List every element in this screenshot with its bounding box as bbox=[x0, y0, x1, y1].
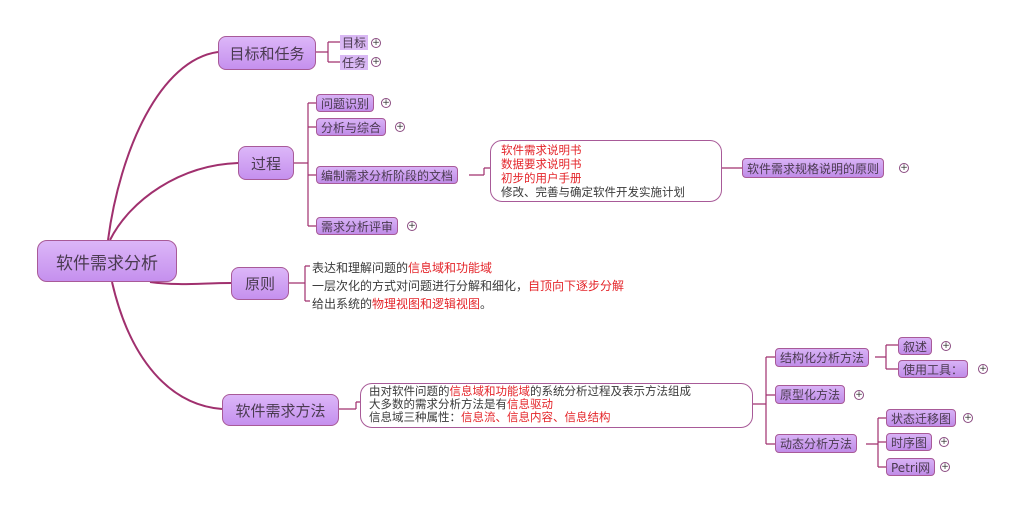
methods-description: 由对软件问题的信息域和功能域的系统分析过程及表示方法组成 大多数的需求分析方法是… bbox=[360, 383, 753, 428]
doc-item: 修改、完善与确定软件开发实施计划 bbox=[501, 185, 685, 199]
link-root-methods bbox=[111, 281, 223, 410]
root-node[interactable]: 软件需求分析 bbox=[37, 240, 177, 282]
expand-icon[interactable]: + bbox=[978, 364, 988, 374]
expand-icon[interactable]: + bbox=[371, 57, 381, 67]
documents-callout: 软件需求说明书 数据要求说明书 初步的用户手册 修改、完善与确定软件开发实施计划 bbox=[490, 140, 722, 202]
node-state-transition[interactable]: 状态迁移图 bbox=[886, 409, 957, 427]
expand-icon[interactable]: + bbox=[941, 341, 951, 351]
node-use-tools[interactable]: 使用工具： bbox=[898, 360, 969, 378]
link-root-goals bbox=[107, 51, 219, 241]
expand-icon[interactable]: + bbox=[939, 437, 949, 447]
doc-item: 初步的用户手册 bbox=[501, 171, 582, 185]
principle-line: 一层次化的方式对问题进行分解和细化，自顶向下逐步分解 bbox=[312, 279, 625, 293]
expand-icon[interactable]: + bbox=[395, 122, 405, 132]
node-task[interactable]: 任务 bbox=[340, 55, 369, 70]
node-spec-principle[interactable]: 软件需求规格说明的原则 bbox=[742, 158, 885, 178]
expand-icon[interactable]: + bbox=[407, 221, 417, 231]
node-narrative[interactable]: 叙述 bbox=[898, 337, 933, 355]
node-requirements-review[interactable]: 需求分析评审 bbox=[316, 217, 399, 235]
node-goals-tasks[interactable]: 目标和任务 bbox=[218, 36, 316, 70]
node-goal[interactable]: 目标 bbox=[340, 35, 369, 50]
node-process[interactable]: 过程 bbox=[238, 146, 294, 180]
node-methods[interactable]: 软件需求方法 bbox=[222, 394, 339, 426]
node-write-documents[interactable]: 编制需求分析阶段的文档 bbox=[316, 166, 459, 184]
node-dynamic-analysis[interactable]: 动态分析方法 bbox=[775, 434, 858, 453]
principle-line: 给出系统的物理视图和逻辑视图。 bbox=[312, 297, 493, 311]
principle-line: 表达和理解问题的信息域和功能域 bbox=[312, 261, 493, 275]
expand-icon[interactable]: + bbox=[381, 98, 391, 108]
expand-icon[interactable]: + bbox=[940, 462, 950, 472]
expand-icon[interactable]: + bbox=[963, 413, 973, 423]
expand-icon[interactable]: + bbox=[854, 390, 864, 400]
link-root-principles bbox=[149, 281, 232, 286]
node-sequence-diagram[interactable]: 时序图 bbox=[886, 433, 933, 451]
node-structured-analysis[interactable]: 结构化分析方法 bbox=[775, 348, 870, 367]
link-root-process bbox=[109, 162, 239, 241]
node-prototyping[interactable]: 原型化方法 bbox=[775, 385, 846, 404]
node-petri-net[interactable]: Petri网 bbox=[886, 458, 936, 476]
node-problem-identification[interactable]: 问题识别 bbox=[316, 94, 375, 112]
node-principles[interactable]: 原则 bbox=[231, 267, 289, 300]
node-analysis-synthesis[interactable]: 分析与综合 bbox=[316, 118, 387, 136]
doc-item: 软件需求说明书 bbox=[501, 143, 582, 157]
doc-item: 数据要求说明书 bbox=[501, 157, 582, 171]
expand-icon[interactable]: + bbox=[371, 38, 381, 48]
expand-icon[interactable]: + bbox=[899, 163, 909, 173]
